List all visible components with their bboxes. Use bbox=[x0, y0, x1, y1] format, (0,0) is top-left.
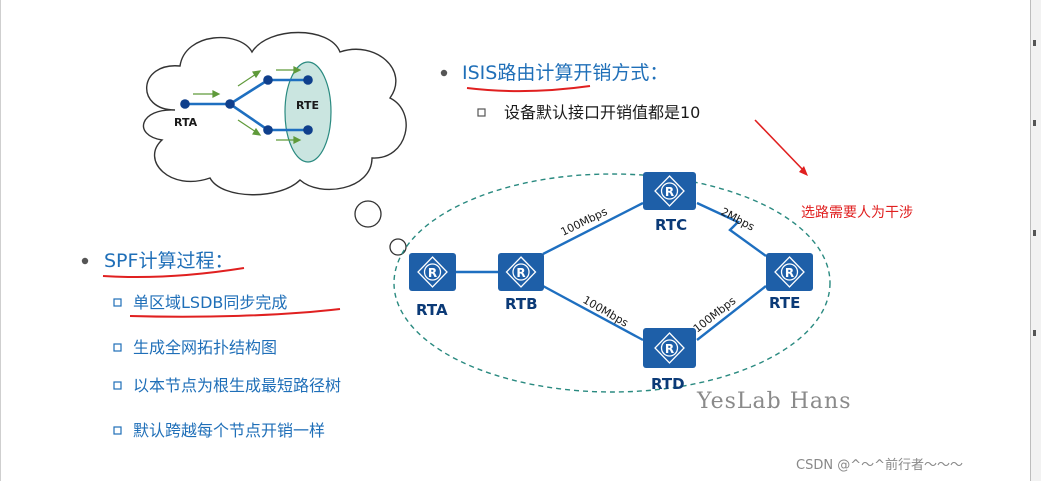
csdn-credit: CSDN @^～^前行者～～～ bbox=[796, 457, 963, 473]
thought-bubble-large bbox=[354, 200, 382, 228]
link-rtb-rtc bbox=[542, 201, 644, 256]
spf-heading: SPF计算过程： bbox=[104, 250, 233, 272]
router-rtc: R RTC bbox=[643, 172, 696, 234]
isis-heading: ISIS路由计算开销方式： bbox=[462, 62, 668, 84]
link-label-c-e: 2Mbps bbox=[719, 205, 757, 234]
spf-item-bullet bbox=[113, 426, 122, 435]
isis-item-bullet bbox=[477, 108, 486, 117]
link-label-d-e: 100Mbps bbox=[691, 294, 739, 335]
cloud-label-rta: RTA bbox=[174, 116, 198, 129]
router-rta-box bbox=[409, 253, 456, 291]
spf-tree-nodes bbox=[180, 75, 313, 135]
router-rte-box bbox=[766, 253, 813, 291]
spf-underline bbox=[102, 267, 245, 278]
router-rtb-label: RTB bbox=[505, 295, 538, 313]
topology-boundary bbox=[393, 173, 831, 393]
router-rtd: R RTD bbox=[643, 328, 696, 393]
svg-text:R: R bbox=[428, 266, 437, 280]
spf-item-bullet bbox=[113, 381, 122, 390]
isis-section: ISIS路由计算开销方式： 设备默认接口开销值都是10 bbox=[440, 62, 700, 122]
flow-arrows bbox=[193, 66, 302, 144]
spf-bullet bbox=[81, 257, 89, 265]
isis-bullet bbox=[440, 69, 448, 77]
router-rta: R RTA bbox=[409, 253, 456, 319]
router-icon: R bbox=[654, 332, 685, 364]
topology-links bbox=[456, 201, 767, 342]
svg-text:R: R bbox=[785, 266, 794, 280]
annotation-text: 选路需要人为干涉 bbox=[801, 205, 913, 221]
router-rte-label: RTE bbox=[769, 294, 800, 312]
cloud-node-c bbox=[263, 75, 273, 85]
router-icon: R bbox=[654, 175, 685, 207]
cloud-node-b bbox=[225, 99, 235, 109]
router-rta-label: RTA bbox=[416, 301, 448, 319]
thought-cloud: RTA RTE bbox=[142, 31, 407, 256]
right-edge-strip bbox=[1030, 0, 1041, 481]
annotation-arrow-head bbox=[799, 166, 808, 176]
isis-item-1: 设备默认接口开销值都是10 bbox=[504, 103, 700, 122]
router-icon: R bbox=[774, 256, 805, 288]
rte-highlight-ellipse bbox=[284, 61, 332, 163]
annotation-arrow-line bbox=[754, 119, 806, 173]
router-rtd-label: RTD bbox=[651, 375, 685, 393]
router-rtc-label: RTC bbox=[655, 216, 687, 234]
cloud-node-d bbox=[263, 125, 273, 135]
isis-underline bbox=[466, 85, 591, 93]
router-rte: R RTE bbox=[766, 253, 813, 312]
annotation: 选路需要人为干涉 bbox=[754, 119, 913, 221]
svg-text:R: R bbox=[665, 185, 674, 199]
router-rtd-box bbox=[643, 328, 696, 368]
spf-item-2: 生成全网拓扑结构图 bbox=[133, 338, 277, 357]
spf-item-1-underline bbox=[129, 308, 341, 318]
router-rtc-box bbox=[643, 172, 696, 210]
cloud-node-e2 bbox=[303, 125, 313, 135]
spf-item-bullet bbox=[113, 343, 122, 352]
router-rtb: R RTB bbox=[498, 253, 544, 313]
cloud-node-rta bbox=[180, 99, 190, 109]
router-icon: R bbox=[505, 256, 537, 288]
router-rtb-box bbox=[498, 253, 544, 291]
spf-section: SPF计算过程： 单区域LSDB同步完成 生成全网拓扑结构图 以本节点为根生成最… bbox=[81, 250, 341, 440]
spf-item-3: 以本节点为根生成最短路径树 bbox=[133, 376, 341, 395]
router-icon: R bbox=[417, 256, 448, 288]
svg-text:R: R bbox=[665, 342, 674, 356]
cloud-label-rte: RTE bbox=[296, 99, 319, 112]
link-rtd-rte bbox=[696, 285, 767, 341]
spf-item-bullet bbox=[113, 298, 122, 307]
link-rtc-rte bbox=[696, 201, 767, 257]
spf-item-1: 单区域LSDB同步完成 bbox=[133, 293, 287, 312]
cloud-node-e1 bbox=[303, 75, 313, 85]
watermark: YesLab Hans bbox=[696, 389, 851, 414]
link-rtb-rtd bbox=[542, 284, 644, 342]
spf-tree-edges bbox=[185, 78, 308, 132]
thought-bubble-small bbox=[389, 238, 407, 256]
svg-text:R: R bbox=[516, 266, 525, 280]
spf-item-4: 默认跨越每个节点开销一样 bbox=[133, 421, 325, 440]
topology: 100Mbps 2Mbps 100Mbps 100Mbps R RTA R RT… bbox=[393, 172, 831, 393]
